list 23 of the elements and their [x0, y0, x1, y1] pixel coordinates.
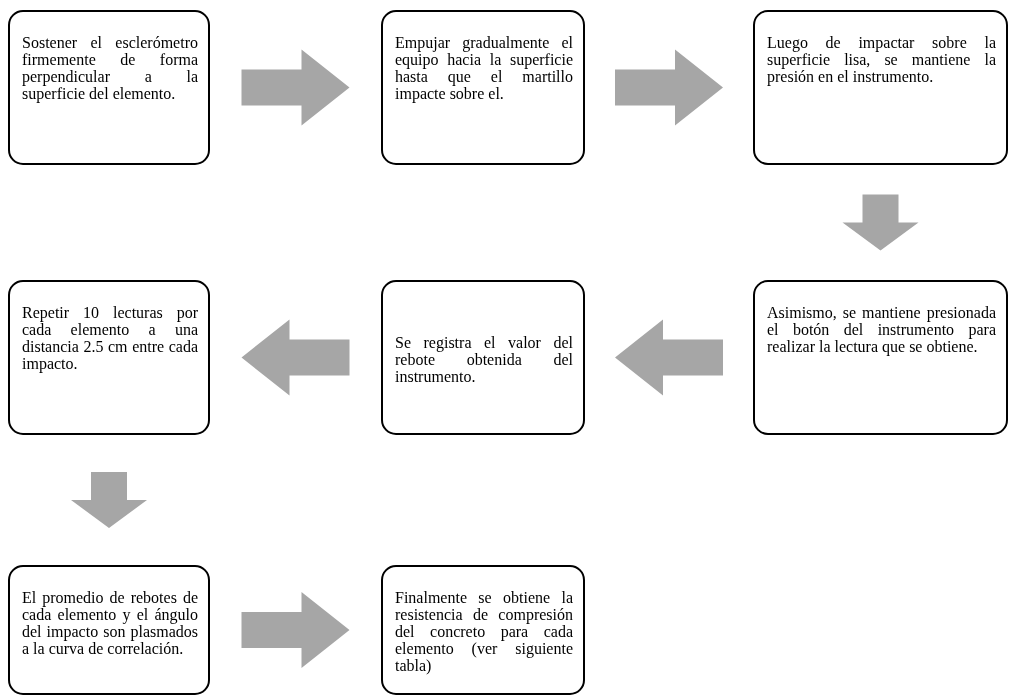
block-arrow [241, 592, 350, 668]
process-box [753, 280, 1008, 435]
process-box [8, 10, 210, 165]
process-box [8, 565, 210, 695]
step-text: Sostener el esclerómetro firmemente de forma perpendicular a la superficie del elemento. [22, 34, 198, 102]
step-text: Finalmente se obtiene la resistencia de compresión del concreto para cada elemento (ver siguiente tabla) [395, 589, 573, 674]
step-text: Repetir 10 lecturas por cada elemento a una distancia 2.5 cm entre cada impacto. [22, 304, 198, 372]
step-text: Luego de impactar sobre la superficie lisa, se mantiene la presión en el instrumento. [767, 34, 996, 85]
process-box [381, 280, 585, 435]
block-arrow [241, 319, 350, 396]
block-arrow [615, 49, 723, 126]
step-text: Empujar gradualmente el equipo hacia la superficie hasta que el martillo impacte sobre el. [395, 34, 573, 102]
process-box [753, 10, 1008, 165]
block-arrow [842, 194, 919, 251]
process-box [381, 10, 585, 165]
step-text: El promedio de rebotes de cada elemento y el ángulo del impacto son plasmados a la curva de correlación. [22, 589, 198, 657]
block-arrow [241, 49, 350, 126]
block-arrow [71, 472, 147, 528]
process-box [381, 565, 585, 695]
step-text: Asimismo, se mantiene presionada el botón del instrumento para realizar la lectura que se obtiene. [767, 304, 996, 355]
block-arrow [615, 319, 723, 396]
step-text: Se registra el valor del rebote obtenida del instrumento. [395, 334, 573, 385]
process-box [8, 280, 210, 435]
